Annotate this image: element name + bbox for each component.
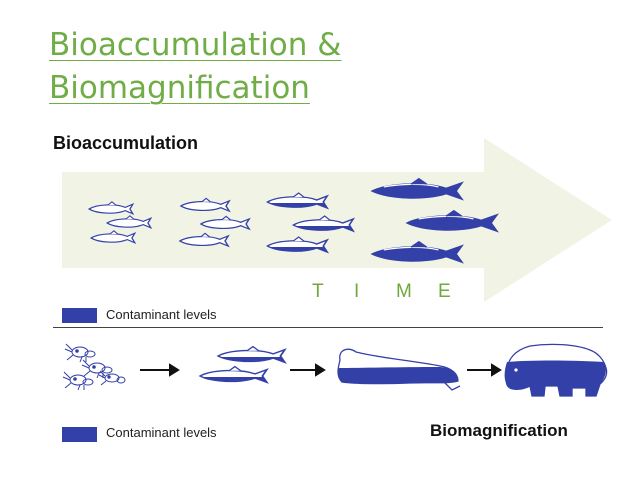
legend-swatch	[62, 425, 97, 440]
time-letter: T	[312, 281, 324, 302]
chain-fish-group	[198, 345, 287, 384]
zooplankton-icon	[62, 343, 126, 391]
polar-bear-icon	[504, 343, 608, 397]
seal-icon	[337, 348, 461, 391]
legend-swatch	[62, 307, 97, 322]
fish-icon	[370, 177, 464, 201]
fish-icon	[291, 215, 356, 233]
fish-group-4	[370, 177, 499, 264]
fish-icon	[216, 345, 287, 364]
chain-arrow-1	[140, 363, 180, 377]
section-divider	[53, 327, 603, 328]
time-arrow	[62, 138, 612, 302]
legend-contaminant-top: Contaminant levels	[62, 307, 217, 322]
fish-icon	[405, 209, 499, 233]
bioaccumulation-heading: Bioaccumulation	[53, 133, 199, 153]
fish-icon	[370, 240, 464, 264]
fish-icon	[198, 365, 269, 384]
legend-swatch-bottom	[62, 427, 97, 442]
biomagnification-heading: Biomagnification	[430, 421, 568, 440]
time-letter: M	[396, 281, 412, 302]
chain-arrow-2	[290, 363, 326, 377]
fish-icon	[265, 192, 330, 210]
legend-contaminant-bottom: Contaminant levels	[62, 425, 217, 440]
legend-swatch-top	[62, 308, 97, 323]
time-label: T I M E	[312, 281, 480, 303]
fish-group-3	[265, 192, 356, 254]
legend-label: Contaminant levels	[106, 425, 217, 440]
legend-label: Contaminant levels	[106, 307, 217, 322]
chain-arrow-3	[467, 363, 502, 377]
title-line-2: Biomagnification	[49, 70, 310, 106]
slide-title: Bioaccumulation & Biomagnification	[49, 24, 409, 110]
title-line-1: Bioaccumulation &	[49, 27, 342, 63]
time-letter: E	[438, 281, 451, 302]
fish-icon	[265, 236, 330, 254]
time-letter: I	[354, 281, 360, 302]
